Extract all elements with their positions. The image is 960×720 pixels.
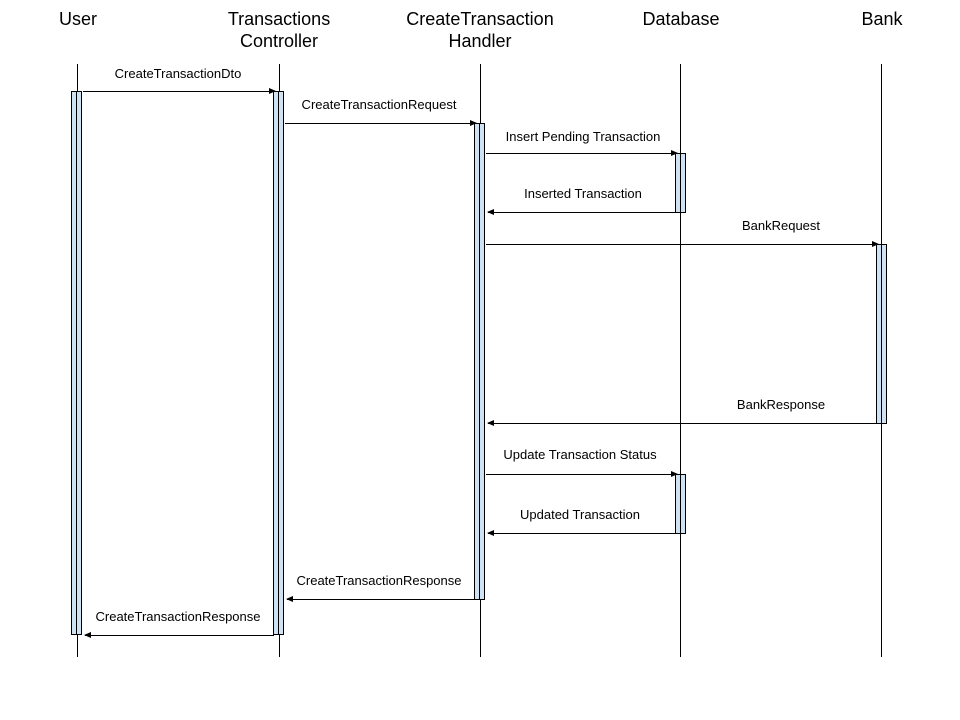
arrowhead-left-icon [84,632,91,638]
message-label: CreateTransactionRequest [301,97,457,112]
message-label: BankResponse [736,397,826,412]
arrowhead-left-icon [286,596,293,602]
participant-handler: CreateTransaction Handler [406,9,554,51]
message-arrow [487,209,676,215]
arrowhead-right-icon [671,150,678,156]
message-label: Inserted Transaction [524,186,642,201]
message-label: CreateTransactionDto [114,66,242,81]
message-label: BankRequest [741,218,821,233]
message-arrow [487,420,877,426]
activation-controller [273,91,284,635]
lifeline-database [680,64,681,657]
activation-database-1 [675,153,686,213]
arrowhead-left-icon [487,209,494,215]
participant-bank: Bank [861,9,903,29]
message-label: Updated Transaction [520,507,640,522]
arrowhead-right-icon [671,471,678,477]
message-arrow [487,530,676,536]
message-arrow [486,241,879,247]
activation-handler [474,123,485,600]
message-label: Insert Pending Transaction [505,129,661,144]
message-arrow [486,150,678,156]
activation-database-2 [675,474,686,534]
participant-controller: Transactions Controller [227,9,331,51]
message-arrow [84,632,274,638]
arrowhead-left-icon [487,420,494,426]
participant-database: Database [642,9,720,29]
message-label: CreateTransactionResponse [296,573,462,588]
message-arrow [83,88,276,94]
message-arrow [486,471,678,477]
message-arrow [285,120,477,126]
arrowhead-left-icon [487,530,494,536]
message-label: CreateTransactionResponse [95,609,261,624]
activation-bank [876,244,887,424]
message-label: Update Transaction Status [503,447,657,462]
message-arrow [286,596,475,602]
arrowhead-right-icon [470,120,477,126]
participant-user: User [58,9,97,29]
activation-user [71,91,82,635]
arrowhead-right-icon [269,88,276,94]
arrowhead-right-icon [872,241,879,247]
